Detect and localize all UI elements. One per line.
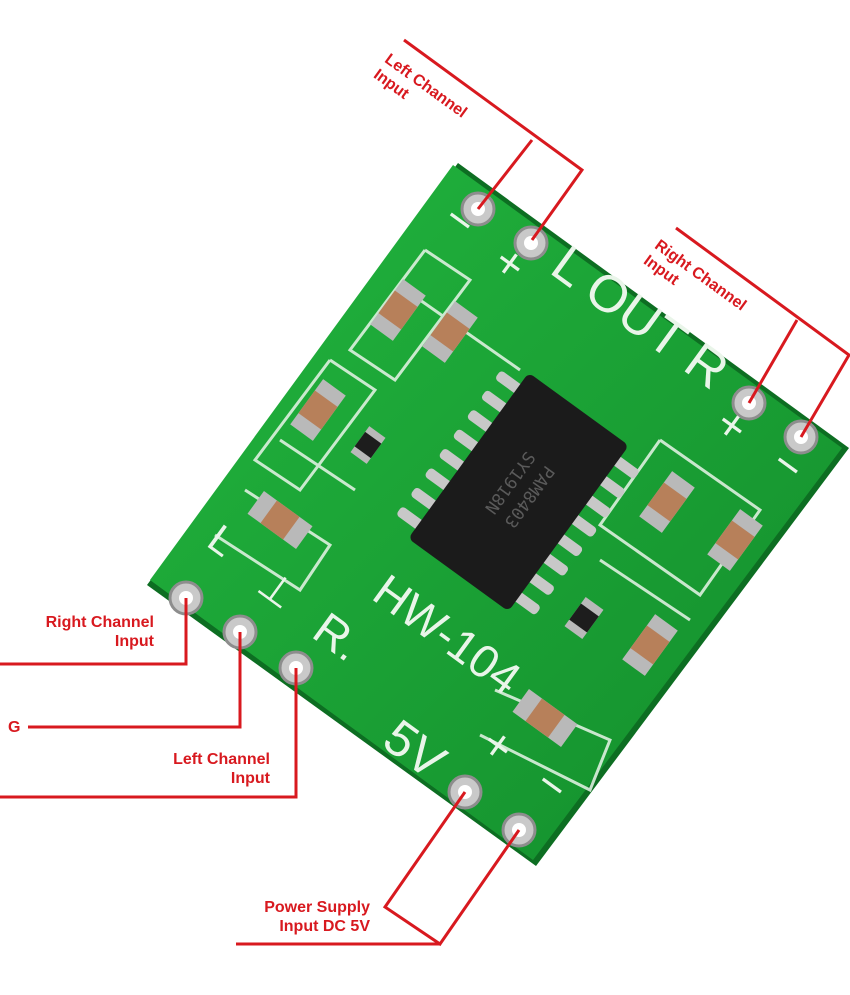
smd-resistor-2 xyxy=(564,596,604,640)
label-left-left-channel: Left Channel Input xyxy=(173,751,270,787)
callout-top-right xyxy=(675,226,850,438)
pad-top-plus xyxy=(513,225,549,261)
smd-resistor-1 xyxy=(350,426,386,464)
callout-power xyxy=(382,791,521,947)
label-power-supply: Power Supply Input DC 5V xyxy=(264,899,370,935)
label-left-ground: G xyxy=(8,719,21,736)
callout-left-left xyxy=(0,668,298,799)
smd-capacitors xyxy=(247,279,763,747)
callout-left-right xyxy=(0,598,188,666)
callout-lines xyxy=(0,38,850,947)
amplifier-chip: PAM8403 SY1918N xyxy=(397,371,639,615)
callout-top-left xyxy=(403,38,585,241)
label-left-right-channel: Right Channel Input xyxy=(45,614,154,650)
callout-left-g xyxy=(28,632,242,729)
